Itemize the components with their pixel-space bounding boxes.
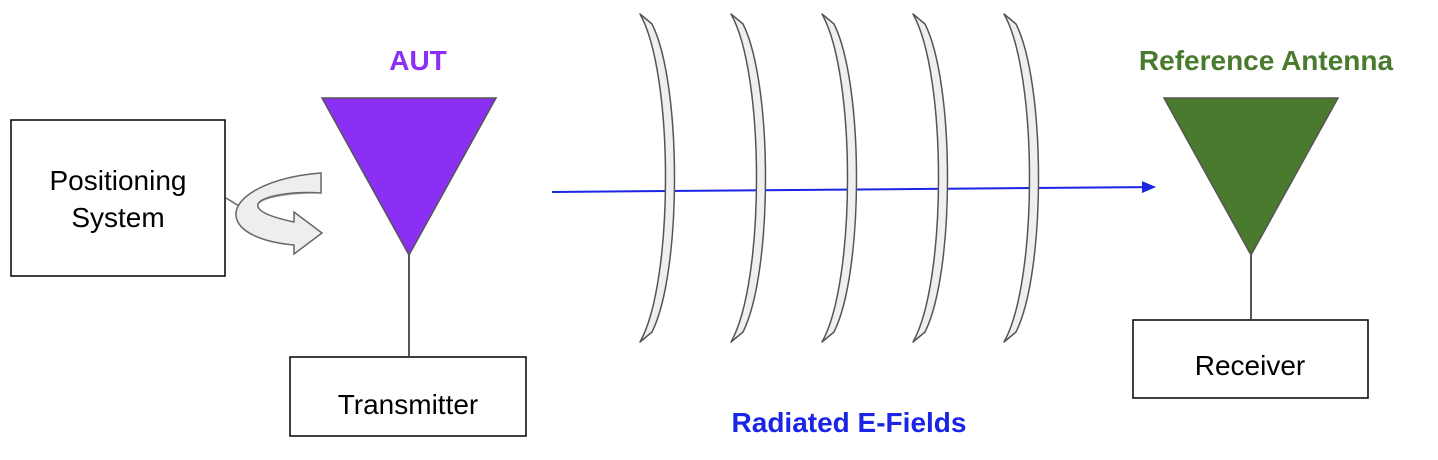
radiated-fields-label: Radiated E-Fields [732, 407, 967, 438]
wavefront-1 [639, 13, 676, 343]
wavefront-5 [1003, 13, 1040, 343]
wavefront-2 [730, 13, 767, 343]
receiver: Receiver [1132, 319, 1369, 399]
transmitter-label: Transmitter [338, 389, 479, 420]
reference-antenna-label: Reference Antenna [1139, 45, 1394, 76]
positioning-system-label-line1: Positioning [50, 165, 187, 196]
transmitter-box [289, 356, 527, 437]
positioning-system-box [10, 119, 226, 277]
receiver-label: Receiver [1195, 350, 1305, 381]
positioning-system-label-line2: System [71, 202, 164, 233]
wavefronts [639, 13, 1040, 343]
wavefront-4 [912, 13, 949, 343]
reference-antenna-icon [1162, 97, 1340, 257]
receiver-box [1132, 319, 1369, 399]
positioning-system: Positioning System [10, 119, 226, 277]
transmitter: Transmitter [289, 356, 527, 437]
rotation-arrow-icon [235, 172, 324, 256]
aut-antenna-icon [320, 97, 498, 257]
aut-label: AUT [389, 45, 447, 76]
wavefront-3 [821, 13, 858, 343]
